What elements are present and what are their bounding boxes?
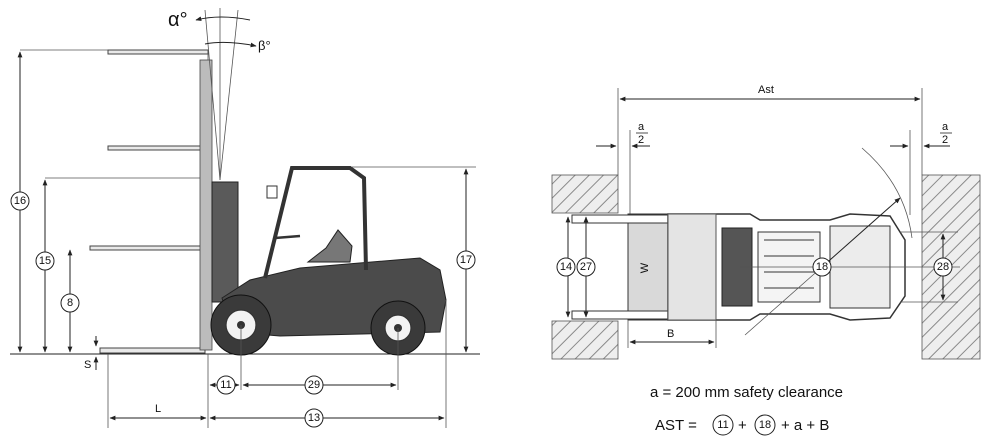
fork-low-level xyxy=(89,245,206,251)
fork-ground-level xyxy=(99,347,206,354)
svg-text:18: 18 xyxy=(816,261,828,273)
mast xyxy=(211,181,239,303)
fork-levels xyxy=(20,49,213,354)
badge-18: 18 xyxy=(812,257,832,277)
formula-badge-11: 11 xyxy=(712,414,734,436)
formula-plus-1: + xyxy=(738,417,747,434)
load-pallet xyxy=(627,213,669,321)
tilt-angle-lines: α° β° xyxy=(168,8,271,181)
width-label: W xyxy=(639,262,651,273)
fork-length-label: L xyxy=(155,403,161,415)
svg-text:13: 13 xyxy=(308,412,320,424)
clearance-note: a = 200 mm safety clearance xyxy=(650,384,843,401)
svg-text:18: 18 xyxy=(759,419,771,431)
wall-left-top xyxy=(551,174,619,214)
half-a-right-num: a xyxy=(942,121,949,133)
badge-15: 15 xyxy=(35,251,55,271)
badge-27: 27 xyxy=(576,257,596,277)
notes: a = 200 mm safety clearance AST = 11 + 1… xyxy=(650,384,843,436)
ast-label: Ast xyxy=(758,84,774,96)
formula-prefix: AST = xyxy=(655,417,697,434)
half-a-left-den: 2 xyxy=(638,134,644,146)
cab-light-icon xyxy=(266,185,278,199)
badge-13: 13 xyxy=(304,408,324,428)
half-a-right-den: 2 xyxy=(942,134,948,146)
svg-text:29: 29 xyxy=(308,379,320,391)
fork-mid-level xyxy=(107,145,206,151)
svg-text:15: 15 xyxy=(39,255,51,267)
svg-text:8: 8 xyxy=(67,297,73,309)
fork-thickness-label: S xyxy=(84,359,91,371)
wall-left-bottom xyxy=(551,320,619,360)
svg-text:16: 16 xyxy=(14,195,26,207)
badge-17: 17 xyxy=(456,250,476,270)
turning-radius-ext xyxy=(744,266,823,336)
fork-left-bottom xyxy=(571,310,683,320)
badge-16: 16 xyxy=(10,191,30,211)
beta-label: β° xyxy=(258,38,271,53)
beta-arc xyxy=(204,41,257,48)
alpha-arc xyxy=(195,16,251,22)
svg-text:14: 14 xyxy=(560,261,572,273)
half-a-left-num: a xyxy=(638,121,645,133)
alpha-label: α° xyxy=(168,9,188,31)
steering-wheel xyxy=(274,234,301,240)
badge-14: 14 xyxy=(556,257,576,277)
mast-top xyxy=(667,213,717,321)
badge-28: 28 xyxy=(933,257,953,277)
badge-11: 11 xyxy=(216,375,236,395)
svg-text:17: 17 xyxy=(460,254,472,266)
fork-left-top xyxy=(571,214,683,224)
turning-arc xyxy=(861,147,913,239)
tilt-line-forward xyxy=(204,9,221,181)
overhead-guard xyxy=(263,166,368,279)
fork-carriage-backrest xyxy=(199,59,213,351)
side-view: α° β° S xyxy=(10,8,480,428)
badge-29: 29 xyxy=(304,375,324,395)
tilt-line-back xyxy=(219,9,239,181)
svg-text:11: 11 xyxy=(220,379,231,391)
badge-8: 8 xyxy=(60,293,80,313)
turning-radius-line xyxy=(821,197,901,268)
svg-text:27: 27 xyxy=(580,261,592,273)
fork-top-level xyxy=(107,49,209,55)
forklift-body xyxy=(210,166,447,356)
top-view: Ast a 2 a 2 W xyxy=(551,84,981,360)
svg-text:28: 28 xyxy=(937,261,949,273)
seat xyxy=(306,229,353,263)
formula-badge-18: 18 xyxy=(754,414,776,436)
formula-rest: + a + B xyxy=(781,417,829,434)
load-length-label: B xyxy=(667,328,674,340)
svg-text:11: 11 xyxy=(717,419,728,431)
